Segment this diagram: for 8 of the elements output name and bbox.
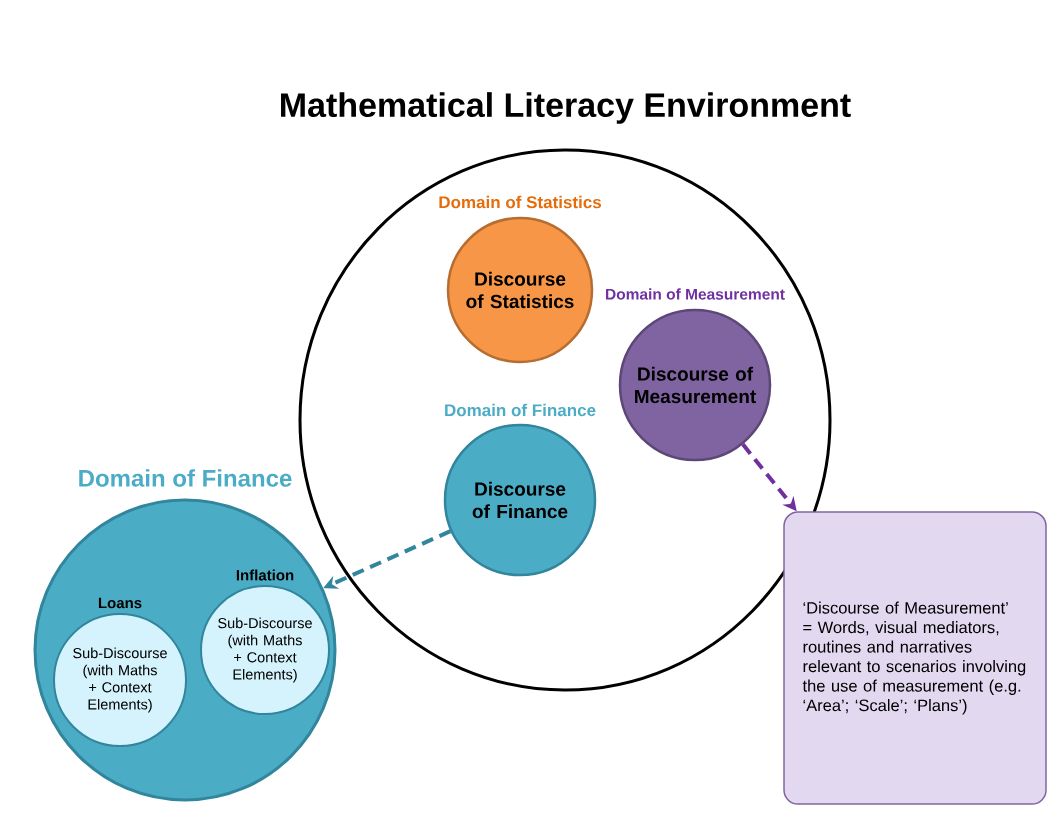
circle-heading: Domain of Finance [79,469,292,487]
domain-heading: Domain of Statistics [439,195,601,209]
domain-heading: Inflation [236,569,294,581]
definition-box: ‘Discourse of Measurement’ = Words, visual mediators, routines and narratives relevant to scenarios involving the use of measurement (e.g. ‘Area’; ‘Scale’; ‘Plans’) [783,511,1047,805]
circle-heading: Mathematical Literacy Environment [281,92,851,124]
domain-heading: Domain of Finance [445,403,596,417]
domain-heading: Loans [98,597,142,609]
domain-heading: Domain of Measurement [606,288,785,300]
